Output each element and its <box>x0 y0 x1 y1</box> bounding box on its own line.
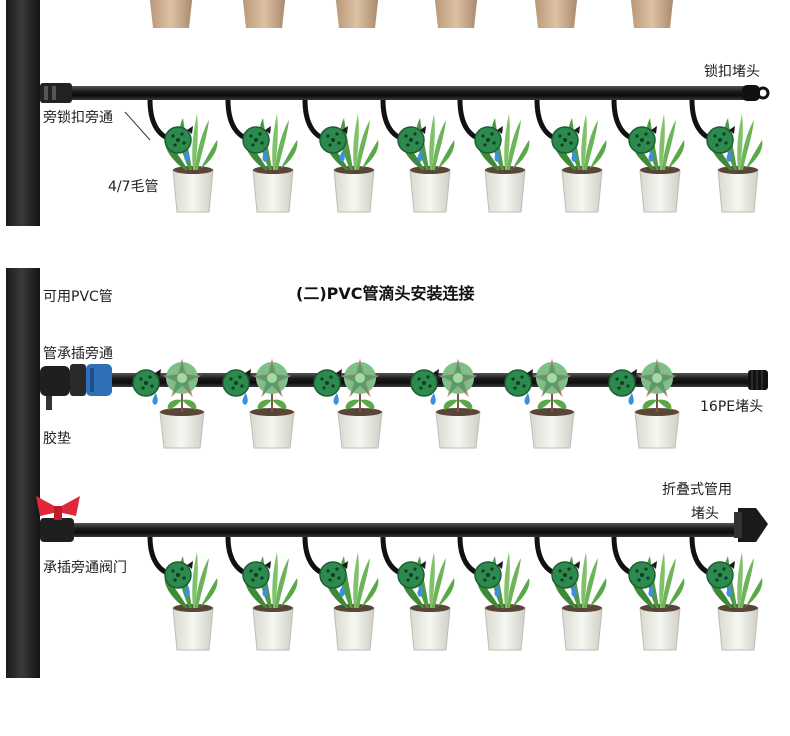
label-socket-bypass: 管承插旁通 <box>43 346 113 362</box>
main-vertical-pipe-bottom <box>6 268 40 678</box>
label-capillary-tube: 4/7毛管 <box>108 179 159 195</box>
label-socket-bypass-valve: 承插旁通阀门 <box>43 560 127 576</box>
main-vertical-pipe-top <box>6 0 40 226</box>
lock-end-cap <box>742 85 770 101</box>
section2-title: (二)PVC管滴头安装连接 <box>296 284 475 303</box>
label-pe-end-cap: 16PE堵头 <box>700 399 764 415</box>
label-lock-end-cap: 锁扣堵头 <box>704 64 760 80</box>
pe-end-cap <box>748 370 768 390</box>
label-folding-cap-line2: 堵头 <box>691 506 719 522</box>
lateral-pipe-row3 <box>60 523 750 537</box>
top-pot-4 <box>432 0 480 28</box>
row1-emitters <box>147 99 763 213</box>
folding-pipe-end-cap <box>734 508 768 542</box>
label-folding-cap-line1: 折叠式管用 <box>662 482 732 498</box>
lateral-pipe-row1 <box>60 86 750 100</box>
label-gasket: 胶垫 <box>43 431 71 447</box>
top-pot-1 <box>147 0 195 28</box>
label-bypass-lock: 旁锁扣旁通 <box>43 110 113 126</box>
row3-emitters <box>147 536 763 651</box>
row2-emitters <box>132 359 680 449</box>
top-pot-6 <box>628 0 676 28</box>
top-pot-3 <box>333 0 381 28</box>
leader-line-row1 <box>124 111 151 141</box>
socket-bypass-connector <box>40 364 112 396</box>
top-pot-5 <box>532 0 580 28</box>
rubber-gasket <box>46 396 52 410</box>
socket-bypass-valve <box>36 496 80 542</box>
top-pot-2 <box>240 0 288 28</box>
label-pvc-pipe: 可用PVC管 <box>43 289 113 305</box>
bypass-lock-connector <box>40 83 72 103</box>
